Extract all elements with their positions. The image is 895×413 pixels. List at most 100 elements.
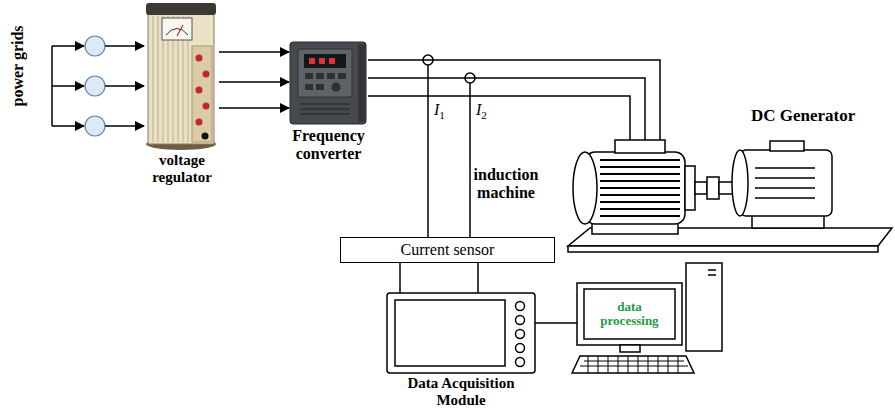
computer-tower bbox=[686, 263, 722, 351]
grid-supply-arrow bbox=[105, 45, 144, 47]
monitor bbox=[577, 283, 682, 345]
keyboard-keys bbox=[580, 356, 688, 373]
converter-side bbox=[358, 44, 365, 122]
daq-picture bbox=[387, 293, 535, 373]
motor-fins bbox=[600, 160, 680, 216]
daq-button bbox=[516, 344, 525, 353]
grid-source-circle bbox=[85, 76, 105, 96]
node-label: DC Generator bbox=[751, 106, 855, 125]
node-label: Current sensor bbox=[401, 241, 495, 259]
grid-feed-line bbox=[52, 85, 84, 87]
daq-button bbox=[516, 302, 525, 311]
current-sensor-box: Current sensor bbox=[340, 237, 555, 263]
shaft-coupling bbox=[695, 177, 735, 199]
coupling bbox=[707, 177, 719, 199]
induction-machine-picture bbox=[573, 140, 695, 234]
terminal bbox=[196, 55, 203, 62]
motor-end bbox=[573, 152, 597, 224]
converter-panel bbox=[298, 49, 352, 97]
wire bbox=[368, 96, 630, 140]
dc-generator-picture bbox=[732, 141, 832, 228]
knob bbox=[332, 83, 341, 92]
monitor-screen bbox=[584, 289, 675, 339]
current-symbol: I1 bbox=[434, 101, 445, 122]
base-front bbox=[568, 246, 878, 252]
daq-housing bbox=[387, 293, 535, 373]
current-symbol: I2 bbox=[476, 101, 487, 122]
daq-button bbox=[516, 330, 525, 339]
converter-body bbox=[290, 42, 366, 124]
meter-needle bbox=[177, 25, 183, 36]
display-digits bbox=[309, 58, 335, 64]
data-acquisition-module: Data Acquisition Module bbox=[387, 293, 535, 373]
daq-screen bbox=[395, 300, 505, 366]
tower-slots bbox=[708, 270, 716, 275]
generator-terminal bbox=[770, 141, 804, 151]
key bbox=[305, 73, 313, 79]
node-label: induction machine bbox=[454, 166, 558, 202]
current-sensing-leads bbox=[423, 55, 475, 237]
arrow-connector bbox=[219, 81, 289, 83]
motor-end-cap bbox=[685, 166, 695, 210]
wire bbox=[477, 263, 479, 293]
induction-machine: induction machine bbox=[572, 140, 698, 234]
grid-supply-arrow bbox=[105, 85, 144, 87]
dc-generator: DC Generator bbox=[733, 140, 837, 228]
grid-source-circle bbox=[85, 116, 105, 136]
key bbox=[338, 73, 346, 79]
key bbox=[305, 84, 313, 90]
arrow-connector bbox=[219, 51, 289, 53]
computer-monitor: data processing bbox=[577, 283, 682, 345]
frequency-converter-picture bbox=[290, 42, 366, 124]
terminal bbox=[196, 119, 203, 126]
arrow-connector bbox=[219, 107, 289, 109]
regulator-body bbox=[148, 12, 214, 144]
converter-vents bbox=[300, 104, 350, 114]
sensor-lead bbox=[469, 83, 471, 237]
keyboard bbox=[572, 356, 694, 373]
terminal bbox=[202, 133, 209, 140]
voltage-regulator-picture bbox=[146, 3, 216, 150]
terminal-panel bbox=[192, 46, 212, 142]
wire bbox=[368, 78, 645, 140]
key bbox=[327, 73, 335, 79]
generator-end bbox=[732, 150, 748, 216]
wire bbox=[368, 60, 660, 140]
grid-source-circle bbox=[85, 36, 105, 56]
side-label: power grids bbox=[8, 25, 26, 106]
key bbox=[316, 84, 324, 90]
shaft bbox=[695, 182, 707, 194]
regulator-top bbox=[146, 3, 216, 15]
grid-supply-arrow bbox=[105, 125, 144, 127]
generator-body bbox=[740, 150, 832, 216]
daq-button bbox=[516, 316, 525, 325]
converter-display bbox=[304, 54, 346, 68]
key bbox=[316, 73, 324, 79]
terminal bbox=[203, 103, 210, 110]
grid-feed-line bbox=[52, 45, 84, 47]
meter-scale bbox=[166, 29, 188, 36]
wire bbox=[535, 322, 577, 324]
power-grid-sources bbox=[52, 36, 144, 136]
node-label: voltage regulator bbox=[130, 152, 234, 186]
voltage-regulator: voltage regulator bbox=[145, 2, 219, 150]
daq-button bbox=[516, 358, 525, 367]
terminal bbox=[196, 87, 203, 94]
monitor-stand bbox=[620, 345, 640, 352]
frequency-converter: Frequency converter bbox=[289, 41, 368, 125]
terminal-box bbox=[615, 140, 665, 153]
regulator-meter bbox=[162, 18, 192, 40]
grid-feed-line bbox=[52, 125, 84, 127]
node-label: Data Acquisition Module bbox=[391, 375, 531, 409]
node-label: data processing bbox=[589, 300, 671, 329]
subscript: 1 bbox=[439, 109, 445, 121]
terminal bbox=[203, 71, 210, 78]
subscript: 2 bbox=[481, 109, 487, 121]
wire bbox=[399, 263, 401, 293]
motor-body bbox=[585, 152, 685, 224]
generator-lines bbox=[755, 168, 815, 198]
computer-picture bbox=[572, 263, 722, 373]
